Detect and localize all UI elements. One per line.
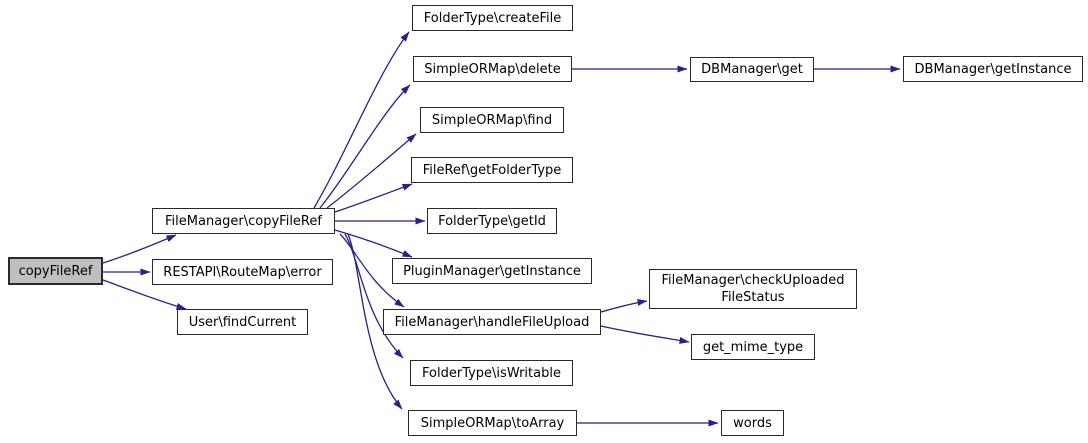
node-fileref-getfoldertype[interactable]: FileRef\getFolderType [411, 157, 573, 183]
node-simpleormap-delete[interactable]: SimpleORMap\delete [413, 56, 572, 82]
edge-filemanager-copyfileref-to-pluginmanager-getinstance [334, 229, 413, 258]
node-pluginmanager-getinstance[interactable]: PluginManager\getInstance [392, 258, 592, 284]
node-simpleormap-toarray[interactable]: SimpleORMap\toArray [408, 410, 577, 436]
node-get-mime-type[interactable]: get_mime_type [691, 334, 815, 360]
node-user-findcurrent[interactable]: User\findCurrent [177, 309, 308, 335]
edge-filemanager-copyfileref-to-filemanager-handlefileupload [339, 233, 405, 308]
node-foldertype-createfile[interactable]: FolderType\createFile [412, 5, 573, 31]
node-label: DBManager\getInstance [914, 61, 1072, 77]
node-label-line1: FileManager\checkUploaded [661, 273, 845, 288]
edge-filemanager-copyfileref-to-simpleormap-find [326, 133, 417, 209]
node-label: FileManager\copyFileRef [165, 213, 322, 229]
node-label: FolderType\getId [438, 213, 546, 229]
edge-filemanager-copyfileref-to-foldertype-createfile [313, 31, 410, 209]
edge-copyfileref-to-filemanager-copyfileref [102, 234, 177, 264]
node-foldertype-getid[interactable]: FolderType\getId [427, 208, 557, 234]
edge-copyfileref-to-user-findcurrent [102, 279, 187, 310]
node-dbmanager-get[interactable]: DBManager\get [690, 57, 814, 82]
node-filemanager-handlefileupload[interactable]: FileManager\handleFileUpload [383, 309, 601, 335]
edge-filemanager-handlefileupload-to-checkuploadedfilestatus [600, 298, 648, 313]
node-label: copyFileRef [18, 263, 93, 279]
node-restapi-routemap-error[interactable]: RESTAPI\RouteMap\error [152, 259, 333, 285]
node-label: FolderType\isWritable [422, 365, 561, 381]
node-label: SimpleORMap\find [431, 112, 553, 128]
edge-filemanager-copyfileref-to-simpleormap-delete [319, 84, 411, 209]
node-filemanager-copyfileref[interactable]: FileManager\copyFileRef [152, 208, 335, 234]
node-label: PluginManager\getInstance [403, 263, 581, 279]
edge-filemanager-copyfileref-to-foldertype-iswritable [344, 233, 404, 359]
node-label: words [733, 415, 772, 431]
node-simpleormap-find[interactable]: SimpleORMap\find [420, 107, 564, 133]
node-copyfileref[interactable]: copyFileRef [8, 257, 103, 285]
node-label: FolderType\createFile [423, 10, 562, 26]
node-label: get_mime_type [702, 339, 804, 355]
node-words[interactable]: words [721, 410, 784, 436]
edge-filemanager-handlefileupload-to-get-mime-type [600, 325, 690, 344]
edge-filemanager-copyfileref-to-fileref-getfoldertype [334, 183, 413, 213]
node-label: SimpleORMap\toArray [420, 415, 565, 431]
node-label: SimpleORMap\delete [424, 61, 561, 77]
node-label: User\findCurrent [188, 314, 297, 330]
node-label: RESTAPI\RouteMap\error [163, 264, 322, 280]
node-label: FileRef\getFolderType [422, 162, 562, 178]
node-label: DBManager\get [701, 62, 803, 77]
edge-filemanager-copyfileref-to-simpleormap-toarray [347, 233, 403, 410]
node-foldertype-iswritable[interactable]: FolderType\isWritable [410, 360, 573, 386]
node-filemanager-checkuploadedfilestatus[interactable]: FileManager\checkUploaded FileStatus [649, 269, 857, 309]
node-label: FileManager\handleFileUpload [394, 314, 590, 330]
node-label-line2: FileStatus [721, 290, 785, 305]
node-dbmanager-getinstance[interactable]: DBManager\getInstance [903, 56, 1083, 82]
